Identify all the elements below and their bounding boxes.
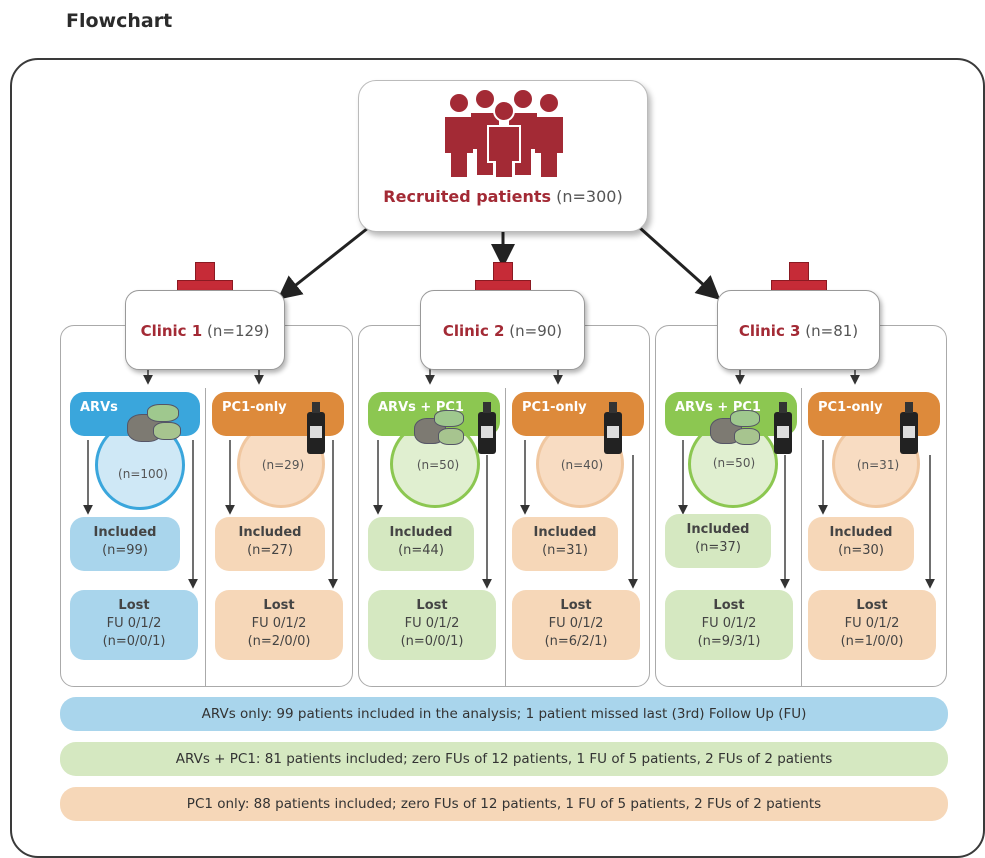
bottle-icon bbox=[307, 402, 325, 454]
lost-fu: FU 0/1/2 bbox=[548, 616, 604, 631]
lost-fu: FU 0/1/2 bbox=[404, 616, 460, 631]
clinic-1-count: (n=129) bbox=[207, 322, 270, 340]
arm-n: (n=50) bbox=[416, 458, 460, 472]
arm-n: (n=100) bbox=[118, 467, 168, 481]
bottle-icon bbox=[774, 402, 792, 454]
lost-label: Lost bbox=[856, 598, 888, 613]
clinic-2-count: (n=90) bbox=[509, 322, 563, 340]
included-box: Included (n=27) bbox=[215, 517, 325, 571]
clinic-3-divider bbox=[801, 388, 802, 686]
included-count: (n=99) bbox=[102, 543, 148, 558]
included-label: Included bbox=[93, 525, 157, 540]
lost-box: Lost FU 0/1/2 (n=1/0/0) bbox=[808, 590, 936, 660]
included-count: (n=30) bbox=[838, 543, 884, 558]
lost-box: Lost FU 0/1/2 (n=0/0/1) bbox=[70, 590, 198, 660]
arm-label: PC1-only bbox=[222, 400, 287, 415]
lost-count: (n=1/0/0) bbox=[840, 634, 904, 649]
summary-pc1-only: PC1 only: 88 patients included; zero FUs… bbox=[60, 787, 948, 821]
included-count: (n=44) bbox=[398, 543, 444, 558]
lost-count: (n=6/2/1) bbox=[544, 634, 608, 649]
lost-fu: FU 0/1/2 bbox=[106, 616, 162, 631]
clinic-2-box: Clinic 2 (n=90) bbox=[420, 290, 585, 370]
arm-n: (n=31) bbox=[856, 458, 900, 472]
lost-label: Lost bbox=[118, 598, 150, 613]
pills-icon bbox=[412, 408, 472, 452]
bottle-icon bbox=[900, 402, 918, 454]
pills-icon bbox=[708, 408, 768, 452]
page-title: Flowchart bbox=[66, 10, 173, 32]
arm-tab: PC1-only bbox=[512, 392, 644, 436]
recruited-label: Recruited patients (n=300) bbox=[359, 187, 647, 206]
included-label: Included bbox=[533, 525, 597, 540]
included-label: Included bbox=[389, 525, 453, 540]
pills-icon bbox=[125, 400, 185, 450]
bottle-icon bbox=[478, 402, 496, 454]
included-box: Included (n=99) bbox=[70, 517, 180, 571]
lost-count: (n=9/3/1) bbox=[697, 634, 761, 649]
clinic-2-divider bbox=[505, 388, 506, 686]
summary-arvs-only: ARVs only: 99 patients included in the a… bbox=[60, 697, 948, 731]
arm-n: (n=29) bbox=[261, 458, 305, 472]
lost-box: Lost FU 0/1/2 (n=6/2/1) bbox=[512, 590, 640, 660]
included-label: Included bbox=[238, 525, 302, 540]
clinic-1-box: Clinic 1 (n=129) bbox=[125, 290, 285, 370]
included-box: Included (n=44) bbox=[368, 517, 474, 571]
lost-fu: FU 0/1/2 bbox=[701, 616, 757, 631]
lost-box: Lost FU 0/1/2 (n=2/0/0) bbox=[215, 590, 343, 660]
included-label: Included bbox=[829, 525, 893, 540]
lost-count: (n=0/0/1) bbox=[102, 634, 166, 649]
included-count: (n=31) bbox=[542, 543, 588, 558]
clinic-1-name: Clinic 1 bbox=[140, 322, 203, 340]
arm-n: (n=40) bbox=[560, 458, 604, 472]
lost-label: Lost bbox=[416, 598, 448, 613]
recruited-title: Recruited patients bbox=[383, 187, 552, 206]
summary-arvs-pc1: ARVs + PC1: 81 patients included; zero F… bbox=[60, 742, 948, 776]
included-count: (n=27) bbox=[247, 543, 293, 558]
arm-label: ARVs bbox=[80, 400, 118, 415]
included-count: (n=37) bbox=[695, 540, 741, 555]
clinic-1-divider bbox=[205, 388, 206, 686]
arrow-to-clinic-3 bbox=[638, 226, 721, 301]
lost-count: (n=2/0/0) bbox=[247, 634, 311, 649]
clinic-3-name: Clinic 3 bbox=[738, 322, 801, 340]
lost-label: Lost bbox=[560, 598, 592, 613]
arm-arrows bbox=[83, 367, 935, 589]
lost-box: Lost FU 0/1/2 (n=0/0/1) bbox=[368, 590, 496, 660]
recruited-patients-box: Recruited patients (n=300) bbox=[358, 80, 648, 232]
clinic-3-count: (n=81) bbox=[805, 322, 859, 340]
lost-label: Lost bbox=[713, 598, 745, 613]
included-box: Included (n=37) bbox=[665, 514, 771, 568]
included-box: Included (n=31) bbox=[512, 517, 618, 571]
lost-box: Lost FU 0/1/2 (n=9/3/1) bbox=[665, 590, 793, 660]
arm-tab: PC1-only bbox=[808, 392, 940, 436]
arm-label: PC1-only bbox=[522, 400, 587, 415]
clinic-2-name: Clinic 2 bbox=[442, 322, 505, 340]
arm-n: (n=50) bbox=[712, 456, 756, 470]
arrow-to-clinic-1 bbox=[277, 226, 369, 300]
lost-fu: FU 0/1/2 bbox=[844, 616, 900, 631]
lost-label: Lost bbox=[263, 598, 295, 613]
people-group-icon bbox=[445, 90, 563, 179]
lost-count: (n=0/0/1) bbox=[400, 634, 464, 649]
included-label: Included bbox=[686, 522, 750, 537]
lost-fu: FU 0/1/2 bbox=[251, 616, 307, 631]
recruited-count: (n=300) bbox=[556, 187, 623, 206]
arm-label: PC1-only bbox=[818, 400, 883, 415]
included-box: Included (n=30) bbox=[808, 517, 914, 571]
bottle-icon bbox=[604, 402, 622, 454]
clinic-3-box: Clinic 3 (n=81) bbox=[717, 290, 880, 370]
